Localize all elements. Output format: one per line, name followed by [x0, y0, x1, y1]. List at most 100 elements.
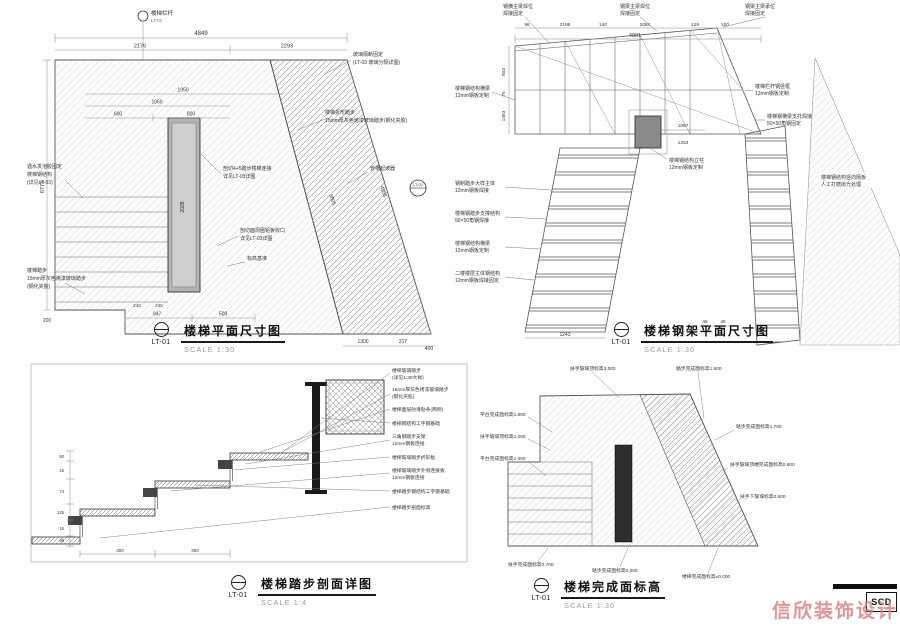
dimension-lines: [66, 450, 231, 558]
dim: 125: [57, 510, 65, 515]
annotation: (钢化夹胶): [27, 283, 51, 290]
dim: 129: [691, 22, 699, 28]
dim: 1263: [678, 140, 689, 146]
annotation: 楼梯面层防滑贴条(两侧): [392, 406, 444, 413]
titleblock-levels: LT-01 楼梯完成面标高 SCALE 1:30: [528, 578, 666, 610]
scd-logo-text: SCD: [871, 597, 892, 607]
watermark-text: 信欣装饰设计: [772, 601, 899, 622]
leader-lines: [99, 372, 391, 539]
drawing-code: LT-01: [611, 339, 631, 346]
annotation: 楼梯钢结构横梁: [455, 85, 490, 92]
drawing-bubble-icon: [153, 322, 169, 337]
annotation: 12mm钢板定制: [455, 92, 489, 99]
stair-flight-band: [639, 393, 759, 547]
annotation: 遇水发泡胶固定: [27, 163, 62, 170]
dim: 503: [501, 68, 507, 76]
drawing-title: 楼梯踏步剖面详图: [258, 575, 377, 596]
dim: 200: [43, 318, 52, 324]
annotation: 人工打磨抛光处理: [821, 181, 861, 188]
section-border: [30, 363, 468, 563]
steel-supports: [68, 460, 232, 525]
annotation: 详见LT-03详图: [240, 235, 272, 242]
dim-top-total: 4849: [194, 31, 208, 37]
dim: 46: [702, 319, 708, 325]
annotation-text: 扶手玻璃顶标高3.000 踏步完成面标高1.500 平台完成面标高1.500 扶…: [480, 365, 795, 580]
ref-circle-code: LT-02: [413, 182, 424, 187]
dim: 1493: [501, 110, 507, 121]
drawing-code: LT-01: [228, 592, 248, 599]
annotation: 12mm钢板定制: [669, 164, 703, 171]
dim: 217: [399, 339, 408, 345]
steel-column-plate: [628, 109, 668, 155]
dim: 2084: [640, 22, 651, 28]
annotation: 剖切4+5踏步楼梯连接: [223, 165, 271, 172]
plan-steps: [55, 196, 168, 303]
level-label: 扶手玻璃顶标高3.000: [570, 365, 616, 372]
reference-bubble-top: 楼梯栏杆 LT-02: [137, 9, 174, 60]
steel-flight-band: [744, 125, 801, 346]
annotation: 楼梯踏步钢结构工字钢基础: [392, 488, 450, 495]
annotation: 50×50角钢焊接: [455, 217, 489, 224]
annotation: 楼梯踏步剖面标高: [392, 504, 431, 511]
drawing-number: LT-01: [225, 575, 251, 599]
annotation: 楼梯钢踏步支撑结构: [455, 210, 500, 217]
annotation: 详见LT-03详图: [223, 173, 255, 180]
dim: 100: [721, 22, 729, 28]
drawing-title: 楼梯钢架平面尺寸图: [641, 322, 774, 343]
dimension-text: 4001 96 2198 140 2084 129 100 503 75 149…: [501, 22, 729, 338]
drawing-title: 楼梯完成面标高: [561, 578, 666, 599]
annotation: (详见1:30大样): [392, 374, 424, 381]
logo-bar: [833, 584, 897, 589]
dimension-lines: [508, 27, 762, 339]
drawing-number: LT-01: [528, 578, 554, 602]
dim-top-total: 4001: [629, 33, 641, 39]
level-label: 楼梯完成面标高±0.000: [682, 573, 731, 580]
leader-lines: [527, 371, 739, 574]
annotation: 楼梯钢结构竖向隔板: [821, 174, 866, 181]
annotation: 楼梯栏杆钢竖框: [755, 83, 790, 90]
level-label: 踏步完成面标高0.000: [592, 567, 638, 574]
annotation: 12mm钢板定制: [455, 247, 489, 254]
annotation: (钢化夹胶): [392, 393, 415, 400]
dim: 38: [59, 538, 64, 543]
level-label: 扶手玻璃顶端完成面标高0.900: [730, 461, 795, 468]
dim: 3805: [327, 193, 336, 206]
dim: 400: [425, 346, 434, 352]
dim: 1300: [357, 339, 368, 345]
dimension-text: 4849 2176 2293 1950 1060 600 800 6773 20…: [40, 31, 433, 352]
steel-stair-ladder: [524, 147, 641, 333]
annotation: 三角钢踏步支架: [392, 433, 426, 440]
drawing-code: LT-01: [151, 339, 171, 346]
annotation: 楼梯玻璃踏步: [392, 367, 421, 374]
titleblock-plan: LT-01 楼梯平面尺寸图 SCALE 1:30: [148, 322, 286, 354]
annotation: 焊接固定: [745, 10, 765, 17]
drawing-scale: SCALE 1:30: [184, 345, 236, 354]
annotation: 50×50角钢固定: [767, 120, 801, 127]
adjacent-structure-wedge: [799, 57, 900, 346]
dim: 18: [59, 468, 64, 473]
annotation-text: 玻璃隔断固定 (LT-03 玻璃分隔详图) 楼梯折形踏步 15mm厚灰色烤漆玻璃…: [27, 51, 408, 290]
annotation: 剖切面周圈铝板收口: [240, 227, 285, 234]
annotation: (详见LT-03): [27, 179, 53, 186]
drawing-scale: SCALE 1:30: [644, 345, 696, 354]
dimension-lines: [43, 33, 435, 347]
dim: 1243: [559, 332, 570, 338]
dim: 2176: [134, 44, 146, 50]
annotation: 焊接固定: [503, 10, 523, 17]
annotation: 12mm钢板焊接固定: [455, 277, 499, 284]
drawing-number: LT-01: [608, 322, 634, 346]
level-label: 扶手玻璃顶标高1.000: [480, 433, 526, 440]
plan-outline: [507, 393, 759, 547]
dim: 96: [524, 22, 530, 28]
steel-column: [305, 382, 327, 494]
dim: 1060: [151, 100, 162, 106]
drawing-scale: SCALE 1:30: [564, 601, 616, 610]
annotation: 玻璃隔断固定: [353, 51, 383, 58]
dim: 1950: [177, 88, 188, 94]
dim: 240: [133, 303, 141, 308]
dim: 6773: [40, 181, 46, 193]
steel-frame-drawing: 4001 96 2198 140 2084 129 100 503 75 149…: [455, 3, 900, 346]
dim: 300: [191, 548, 199, 553]
bubble-code: LT-02: [151, 18, 163, 23]
dim: 16: [59, 526, 64, 531]
